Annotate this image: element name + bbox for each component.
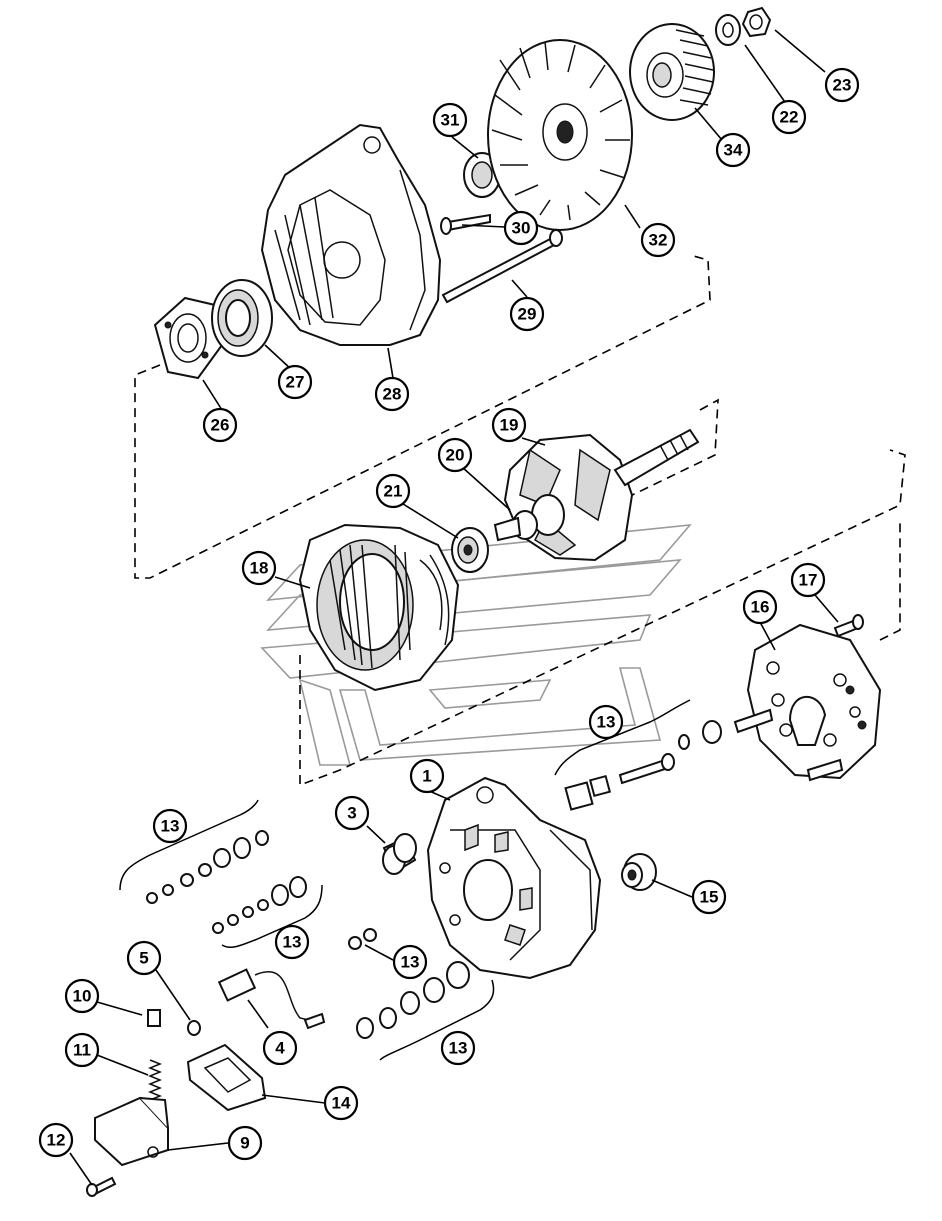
svg-text:13: 13 — [161, 817, 180, 836]
callout-22: 22 — [771, 99, 807, 135]
callout-23: 23 — [824, 67, 860, 103]
regulator-screw — [187, 1020, 201, 1036]
terminal-hardware-set — [564, 720, 722, 811]
callout-20: 20 — [437, 437, 473, 473]
bushing — [621, 853, 657, 891]
callout-18: 18 — [241, 550, 277, 586]
svg-text:13: 13 — [283, 933, 302, 952]
svg-text:3: 3 — [347, 804, 356, 823]
svg-text:30: 30 — [512, 219, 531, 238]
callout-13-nuts: 13 — [392, 944, 428, 980]
leader-lines — [69, 29, 839, 1186]
pulley — [629, 23, 715, 121]
brush — [147, 1009, 161, 1027]
svg-text:1: 1 — [422, 767, 431, 786]
hardware-set-lower — [356, 961, 470, 1039]
callout-16: 16 — [742, 589, 778, 625]
svg-text:20: 20 — [446, 446, 465, 465]
callout-3: 3 — [334, 795, 370, 831]
callout-13-upper-right: 13 — [588, 704, 624, 740]
callout-13-lower: 13 — [440, 1030, 476, 1066]
callout-9: 9 — [227, 1125, 263, 1161]
svg-text:13: 13 — [597, 713, 616, 732]
capacitor-with-lead — [217, 968, 326, 1030]
svg-text:17: 17 — [799, 571, 818, 590]
hardware-set-middle-left — [212, 876, 307, 934]
brush-holder-regulator — [94, 1096, 169, 1167]
hardware-set-upper-left — [146, 830, 269, 904]
svg-text:15: 15 — [700, 888, 719, 907]
svg-text:27: 27 — [286, 373, 305, 392]
rear-housing — [426, 776, 602, 980]
callout-1: 1 — [409, 758, 445, 794]
cooling-fan — [487, 39, 633, 231]
svg-text:23: 23 — [833, 76, 852, 95]
svg-text:13: 13 — [401, 953, 420, 972]
svg-text:16: 16 — [751, 598, 770, 617]
stator — [298, 523, 460, 692]
svg-text:5: 5 — [139, 949, 148, 968]
callout-31: 31 — [432, 102, 468, 138]
svg-text:18: 18 — [250, 559, 269, 578]
svg-text:26: 26 — [211, 416, 230, 435]
rotor — [493, 428, 700, 562]
callout-14: 14 — [323, 1085, 359, 1121]
brush-spring — [147, 1059, 163, 1101]
rear-bearing — [451, 527, 489, 573]
holder-screw — [86, 1176, 117, 1197]
callout-34: 34 — [715, 132, 751, 168]
svg-text:4: 4 — [275, 1039, 285, 1058]
watermark-logo — [260, 523, 692, 766]
front-housing — [260, 123, 442, 346]
washer — [715, 14, 741, 46]
callout-13-upper-left: 13 — [152, 808, 188, 844]
callout-30: 30 — [503, 210, 539, 246]
svg-text:9: 9 — [240, 1134, 249, 1153]
svg-text:10: 10 — [73, 987, 92, 1006]
svg-text:28: 28 — [383, 385, 402, 404]
callout-27: 27 — [277, 364, 313, 400]
svg-text:29: 29 — [518, 305, 537, 324]
callout-21: 21 — [375, 473, 411, 509]
callout-11: 11 — [64, 1032, 100, 1068]
svg-text:14: 14 — [332, 1094, 351, 1113]
rectifier-screw — [833, 614, 864, 638]
screw — [440, 213, 491, 235]
callout-17: 17 — [790, 562, 826, 598]
callout-4: 4 — [262, 1030, 298, 1066]
svg-text:34: 34 — [724, 141, 743, 160]
gasket — [186, 1043, 267, 1112]
sleeve — [382, 833, 417, 875]
rectifier-plate — [733, 623, 882, 782]
front-bearing — [211, 279, 273, 357]
svg-text:11: 11 — [73, 1041, 91, 1060]
callout-28: 28 — [374, 376, 410, 412]
callout-12: 12 — [38, 1122, 74, 1158]
svg-text:22: 22 — [780, 108, 799, 127]
callout-29: 29 — [509, 296, 545, 332]
pulley-nut — [741, 6, 772, 38]
svg-text:32: 32 — [649, 231, 668, 250]
callout-13-middle-left: 13 — [274, 924, 310, 960]
svg-text:31: 31 — [441, 111, 460, 130]
callout-10: 10 — [64, 978, 100, 1014]
callout-26: 26 — [202, 407, 238, 443]
svg-text:19: 19 — [500, 416, 519, 435]
svg-text:21: 21 — [384, 482, 403, 501]
through-bolt — [441, 229, 563, 304]
callout-32: 32 — [640, 222, 676, 258]
callout-5: 5 — [126, 940, 162, 976]
hardware-set-nuts — [348, 928, 377, 950]
svg-text:12: 12 — [47, 1131, 66, 1150]
callout-19: 19 — [491, 407, 527, 443]
svg-text:13: 13 — [449, 1039, 468, 1058]
callout-15: 15 — [691, 879, 727, 915]
alignment-dashed-lines — [134, 254, 906, 787]
